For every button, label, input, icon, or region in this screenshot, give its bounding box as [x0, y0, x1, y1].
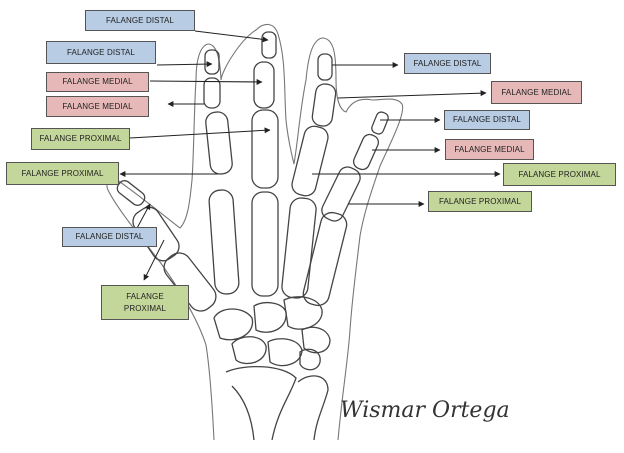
middle-metacarpal-bone — [251, 191, 279, 297]
ring-metacarpal-bone — [281, 197, 317, 299]
label-l1-falange-distal: FALANGE DISTAL — [85, 10, 195, 31]
little-metacarpal-bone — [302, 211, 348, 307]
middle-distal-bone — [261, 31, 277, 59]
arrow-r2 — [337, 90, 487, 99]
scaphoid-bone — [231, 336, 267, 365]
little-medial-bone — [352, 133, 380, 171]
arrow-l7 — [135, 203, 151, 231]
index-metacarpal-bone — [208, 189, 240, 295]
arrow-l5 — [129, 127, 271, 139]
little-proximal-bone — [321, 166, 361, 222]
label-r4-falange-medial: FALANGE MEDIAL — [445, 139, 534, 160]
index-distal-bone — [204, 49, 220, 75]
middle-proximal-bone — [251, 109, 279, 189]
label-l5-falange-proximal: FALANGE PROXIMAL — [31, 128, 130, 150]
pisiform-bone — [299, 348, 321, 371]
ulna-bone — [297, 375, 329, 441]
radius-bone — [225, 365, 297, 441]
leader-arrows — [119, 30, 501, 281]
label-r3-falange-distal: FALANGE DISTAL — [444, 110, 530, 130]
artist-signature: Wismar Ortega — [340, 398, 510, 423]
index-proximal-bone — [205, 111, 233, 175]
arrow-l2 — [156, 61, 213, 68]
label-l6-falange-proximal: FALANGE PROXIMAL — [6, 162, 119, 185]
label-l2-falange-distal: FALANGE DISTAL — [46, 41, 156, 64]
arrow-l1 — [194, 30, 269, 43]
label-l3-falange-medial: FALANGE MEDIAL — [46, 72, 149, 92]
label-r6-falange-proximal: FALANGE PROXIMAL — [428, 191, 532, 212]
middle-medial-bone — [253, 61, 275, 109]
trapezium-bone — [213, 308, 254, 341]
little-distal-bone — [371, 111, 389, 135]
label-l7-falange-distal: FALANGE DISTAL — [62, 227, 157, 247]
lunate-bone — [267, 338, 303, 367]
label-l4-falange-medial: FALANGE MEDIAL — [46, 96, 149, 117]
hamate-bone — [301, 326, 331, 354]
thumb-distal-bone — [116, 180, 146, 206]
capitate-bone — [283, 296, 323, 330]
arrow-l8 — [143, 239, 165, 281]
ring-distal-bone — [317, 53, 333, 81]
label-l8-line2: PROXIMAL — [123, 303, 167, 313]
label-l8-falange-proximal: FALANGE PROXIMAL — [101, 285, 189, 320]
arrow-l3 — [149, 78, 263, 85]
index-medial-bone — [203, 77, 221, 109]
label-r5-falange-proximal: FALANGE PROXIMAL — [503, 163, 616, 186]
label-l8-line1: FALANGE — [126, 291, 164, 301]
radius-edge — [231, 385, 255, 441]
label-r2-falange-medial: FALANGE MEDIAL — [491, 81, 582, 104]
ring-proximal-bone — [291, 125, 329, 197]
bones — [116, 31, 389, 441]
trapezoid-bone — [253, 301, 287, 333]
ring-medial-bone — [311, 83, 337, 127]
label-r1-falange-distal: FALANGE DISTAL — [404, 53, 491, 74]
